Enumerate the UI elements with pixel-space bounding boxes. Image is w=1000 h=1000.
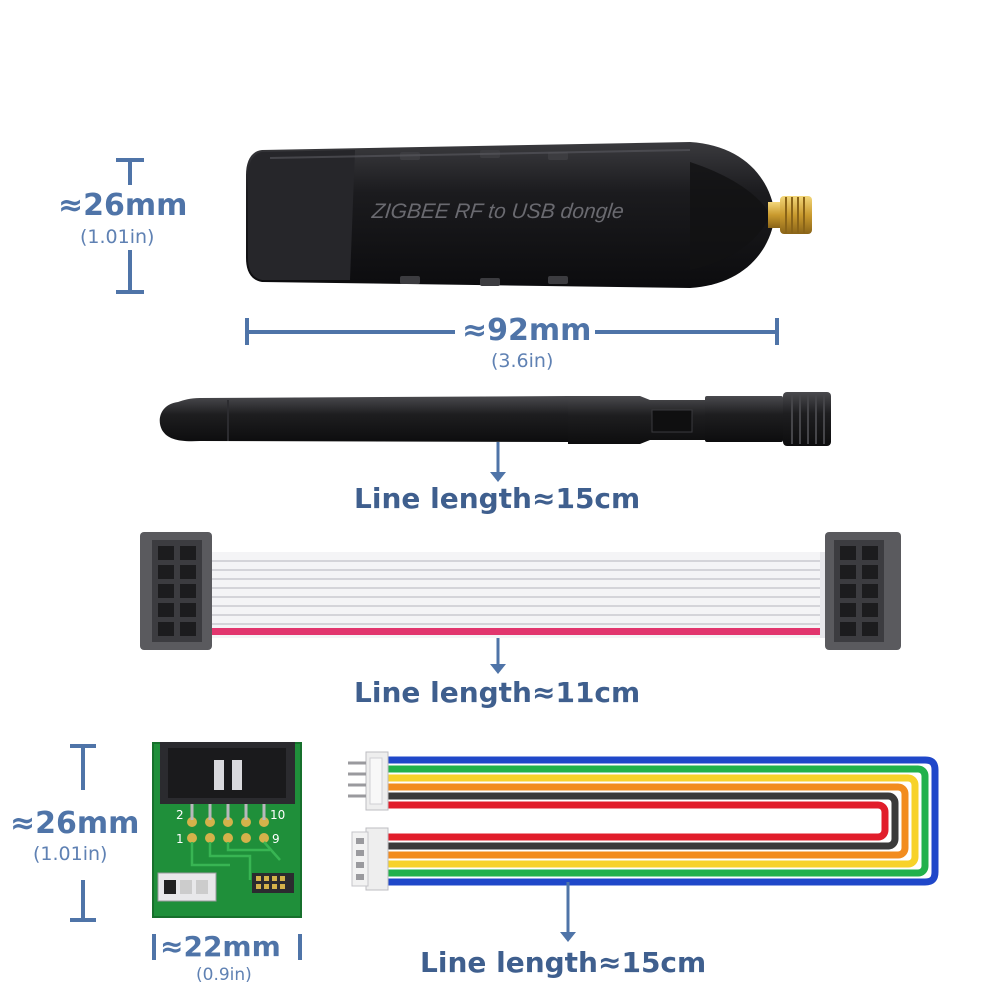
dongle-label: ZIGBEE RF to USB dongle <box>370 200 625 223</box>
ribbon-cable <box>140 552 900 638</box>
adapter-height-value: ≈26mm <box>10 806 140 841</box>
dongle-height-sub: (1.01in) <box>80 226 155 248</box>
jumper-line-length: Line length≈15cm <box>420 946 707 979</box>
sma-connector <box>768 196 812 234</box>
idc-connector-right <box>825 532 901 650</box>
antenna-line-length: Line length≈15cm <box>354 482 641 515</box>
adapter-width-sub: (0.9in) <box>196 965 252 985</box>
adapter-height-dimension-line <box>70 744 96 922</box>
antenna <box>159 392 831 446</box>
dongle-height-dimension-line <box>116 158 144 294</box>
ribbon-line-length: Line length≈11cm <box>354 676 641 709</box>
dongle-width-value: ≈92mm <box>462 313 592 348</box>
dongle-height-value: ≈26mm <box>58 188 188 223</box>
dongle-width-sub: (3.6in) <box>491 350 554 372</box>
adapter-height-sub: (1.01in) <box>33 843 108 865</box>
adapter-board <box>152 742 302 918</box>
jumper-connector-top <box>348 751 389 811</box>
jumper-cable <box>385 756 939 886</box>
adapter-width-value: ≈22mm <box>160 930 281 963</box>
pin-label-2: 2 <box>176 808 184 822</box>
pin-label-10: 10 <box>270 808 286 822</box>
idc-connector-left <box>140 532 212 650</box>
jumper-connector-bottom <box>351 827 389 891</box>
adapter-width-dimension-line <box>152 934 302 960</box>
antenna-length-arrow <box>490 442 506 482</box>
ribbon-length-arrow <box>490 638 506 674</box>
dongle-width-dimension-line <box>245 318 779 345</box>
pin-label-1: 1 <box>176 832 184 846</box>
pin-label-9: 9 <box>272 832 280 846</box>
jumper-length-arrow <box>560 882 576 942</box>
usb-dongle <box>246 142 775 288</box>
